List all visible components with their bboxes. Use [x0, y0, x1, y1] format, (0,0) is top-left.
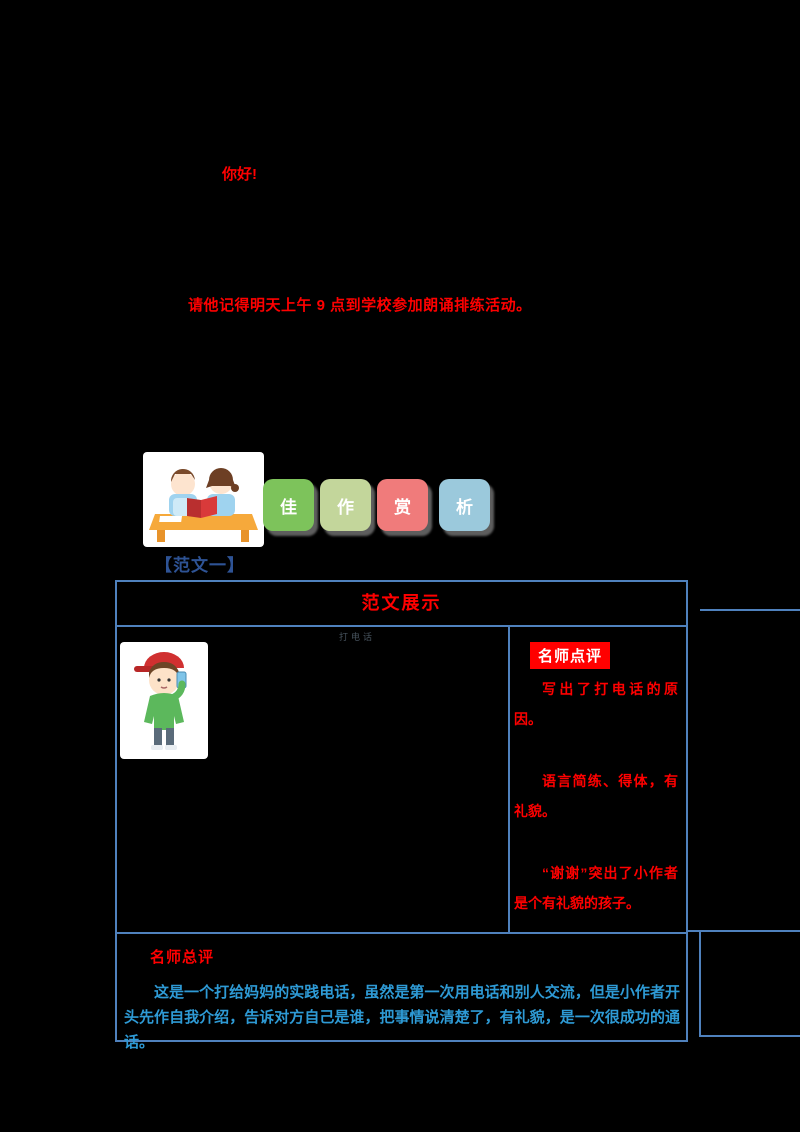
border-extension-middle — [686, 930, 800, 932]
boy-on-phone-icon — [134, 652, 187, 750]
teacher-comment-3: “谢谢”突出了小作者是个有礼貌的孩子。 — [514, 865, 678, 911]
top-highlight-text: 你好! — [222, 166, 257, 183]
model-essay-tag: 【范文一】 — [155, 556, 245, 575]
banner-tile-zuo: 作 — [320, 479, 371, 531]
border-extension-vertical — [699, 930, 701, 1037]
banner-tile-xi: 析 — [439, 479, 490, 531]
boy-phone-illustration — [120, 642, 208, 759]
border-extension-bottom — [699, 1035, 800, 1037]
students-reading-icon — [149, 468, 258, 542]
summary-divider — [117, 932, 686, 934]
banner-tile-jia: 佳 — [263, 479, 314, 531]
header-divider — [117, 625, 686, 627]
banner-tile-shang-label: 赏 — [394, 497, 411, 517]
assignment-sentence: 请他记得明天上午 9 点到学校参加朗诵排练活动。 — [188, 297, 532, 314]
banner-tile-jia-label: 佳 — [280, 497, 297, 517]
essay-table: 范文展示 打电话 — [115, 580, 688, 1051]
teacher-comment-1: 写出了打电话的原因。 — [514, 681, 678, 727]
teacher-summary-label: 名师总评 — [150, 949, 215, 966]
banner-tile-shang: 赏 — [377, 479, 428, 531]
teacher-comment-2: 语言简练、得体，有礼貌。 — [514, 773, 678, 819]
students-illustration — [143, 452, 264, 547]
comments-column-divider — [508, 627, 510, 932]
border-extension-top — [700, 609, 800, 611]
banner-tile-zuo-label: 作 — [337, 497, 354, 517]
banner-tile-xi-label: 析 — [456, 497, 473, 517]
essay-title: 打电话 — [338, 632, 375, 642]
teacher-comments-label: 名师点评 — [530, 642, 611, 669]
teacher-summary-text: 这是一个打给妈妈的实践电话，虽然是第一次用电话和别人交流，但是小作者开头先作自我… — [124, 984, 680, 1051]
table-header-title: 范文展示 — [361, 593, 442, 613]
